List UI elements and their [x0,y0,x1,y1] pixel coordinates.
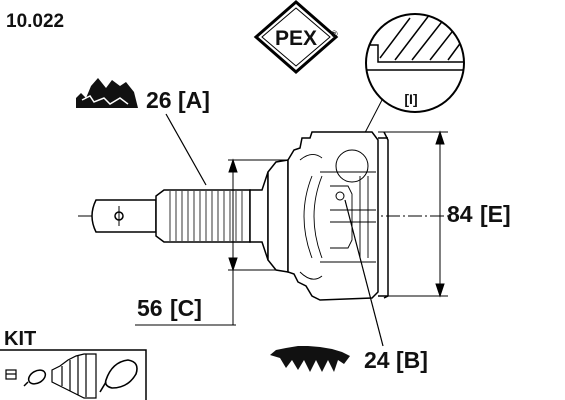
detail-marker: [I] [404,91,417,107]
leader-a [165,113,207,186]
neck [249,159,289,273]
joint-housing [287,131,389,301]
kit-label: KIT [4,328,36,350]
kit-panel [0,349,147,400]
brand-name: PEX [275,27,317,50]
boot-icon [51,353,97,399]
dim-c-code: [C] [170,295,202,321]
part-number: 10.022 [6,11,64,32]
dim-c-lines [135,158,288,326]
splined-section [155,189,251,243]
band-icon [23,369,47,387]
spline-teeth-icon [76,78,138,108]
dim-a-value: 26 [146,87,172,113]
spline-teeth-icon [270,346,350,372]
dim-e-lines [378,130,448,298]
dim-e-value: 84 [447,201,473,227]
shaft [91,199,157,233]
dim-b-value: 24 [364,347,390,373]
dim-a-code: [A] [178,87,210,113]
dim-c-value: 56 [137,295,163,321]
dim-e-code: [E] [480,201,511,227]
band-icon [99,359,138,393]
registered-mark: ® [331,29,338,39]
leader-b [344,199,384,347]
clamp-icon [5,369,17,380]
pex-logo: PEX ® [253,0,339,74]
dim-b-code: [B] [396,347,428,373]
